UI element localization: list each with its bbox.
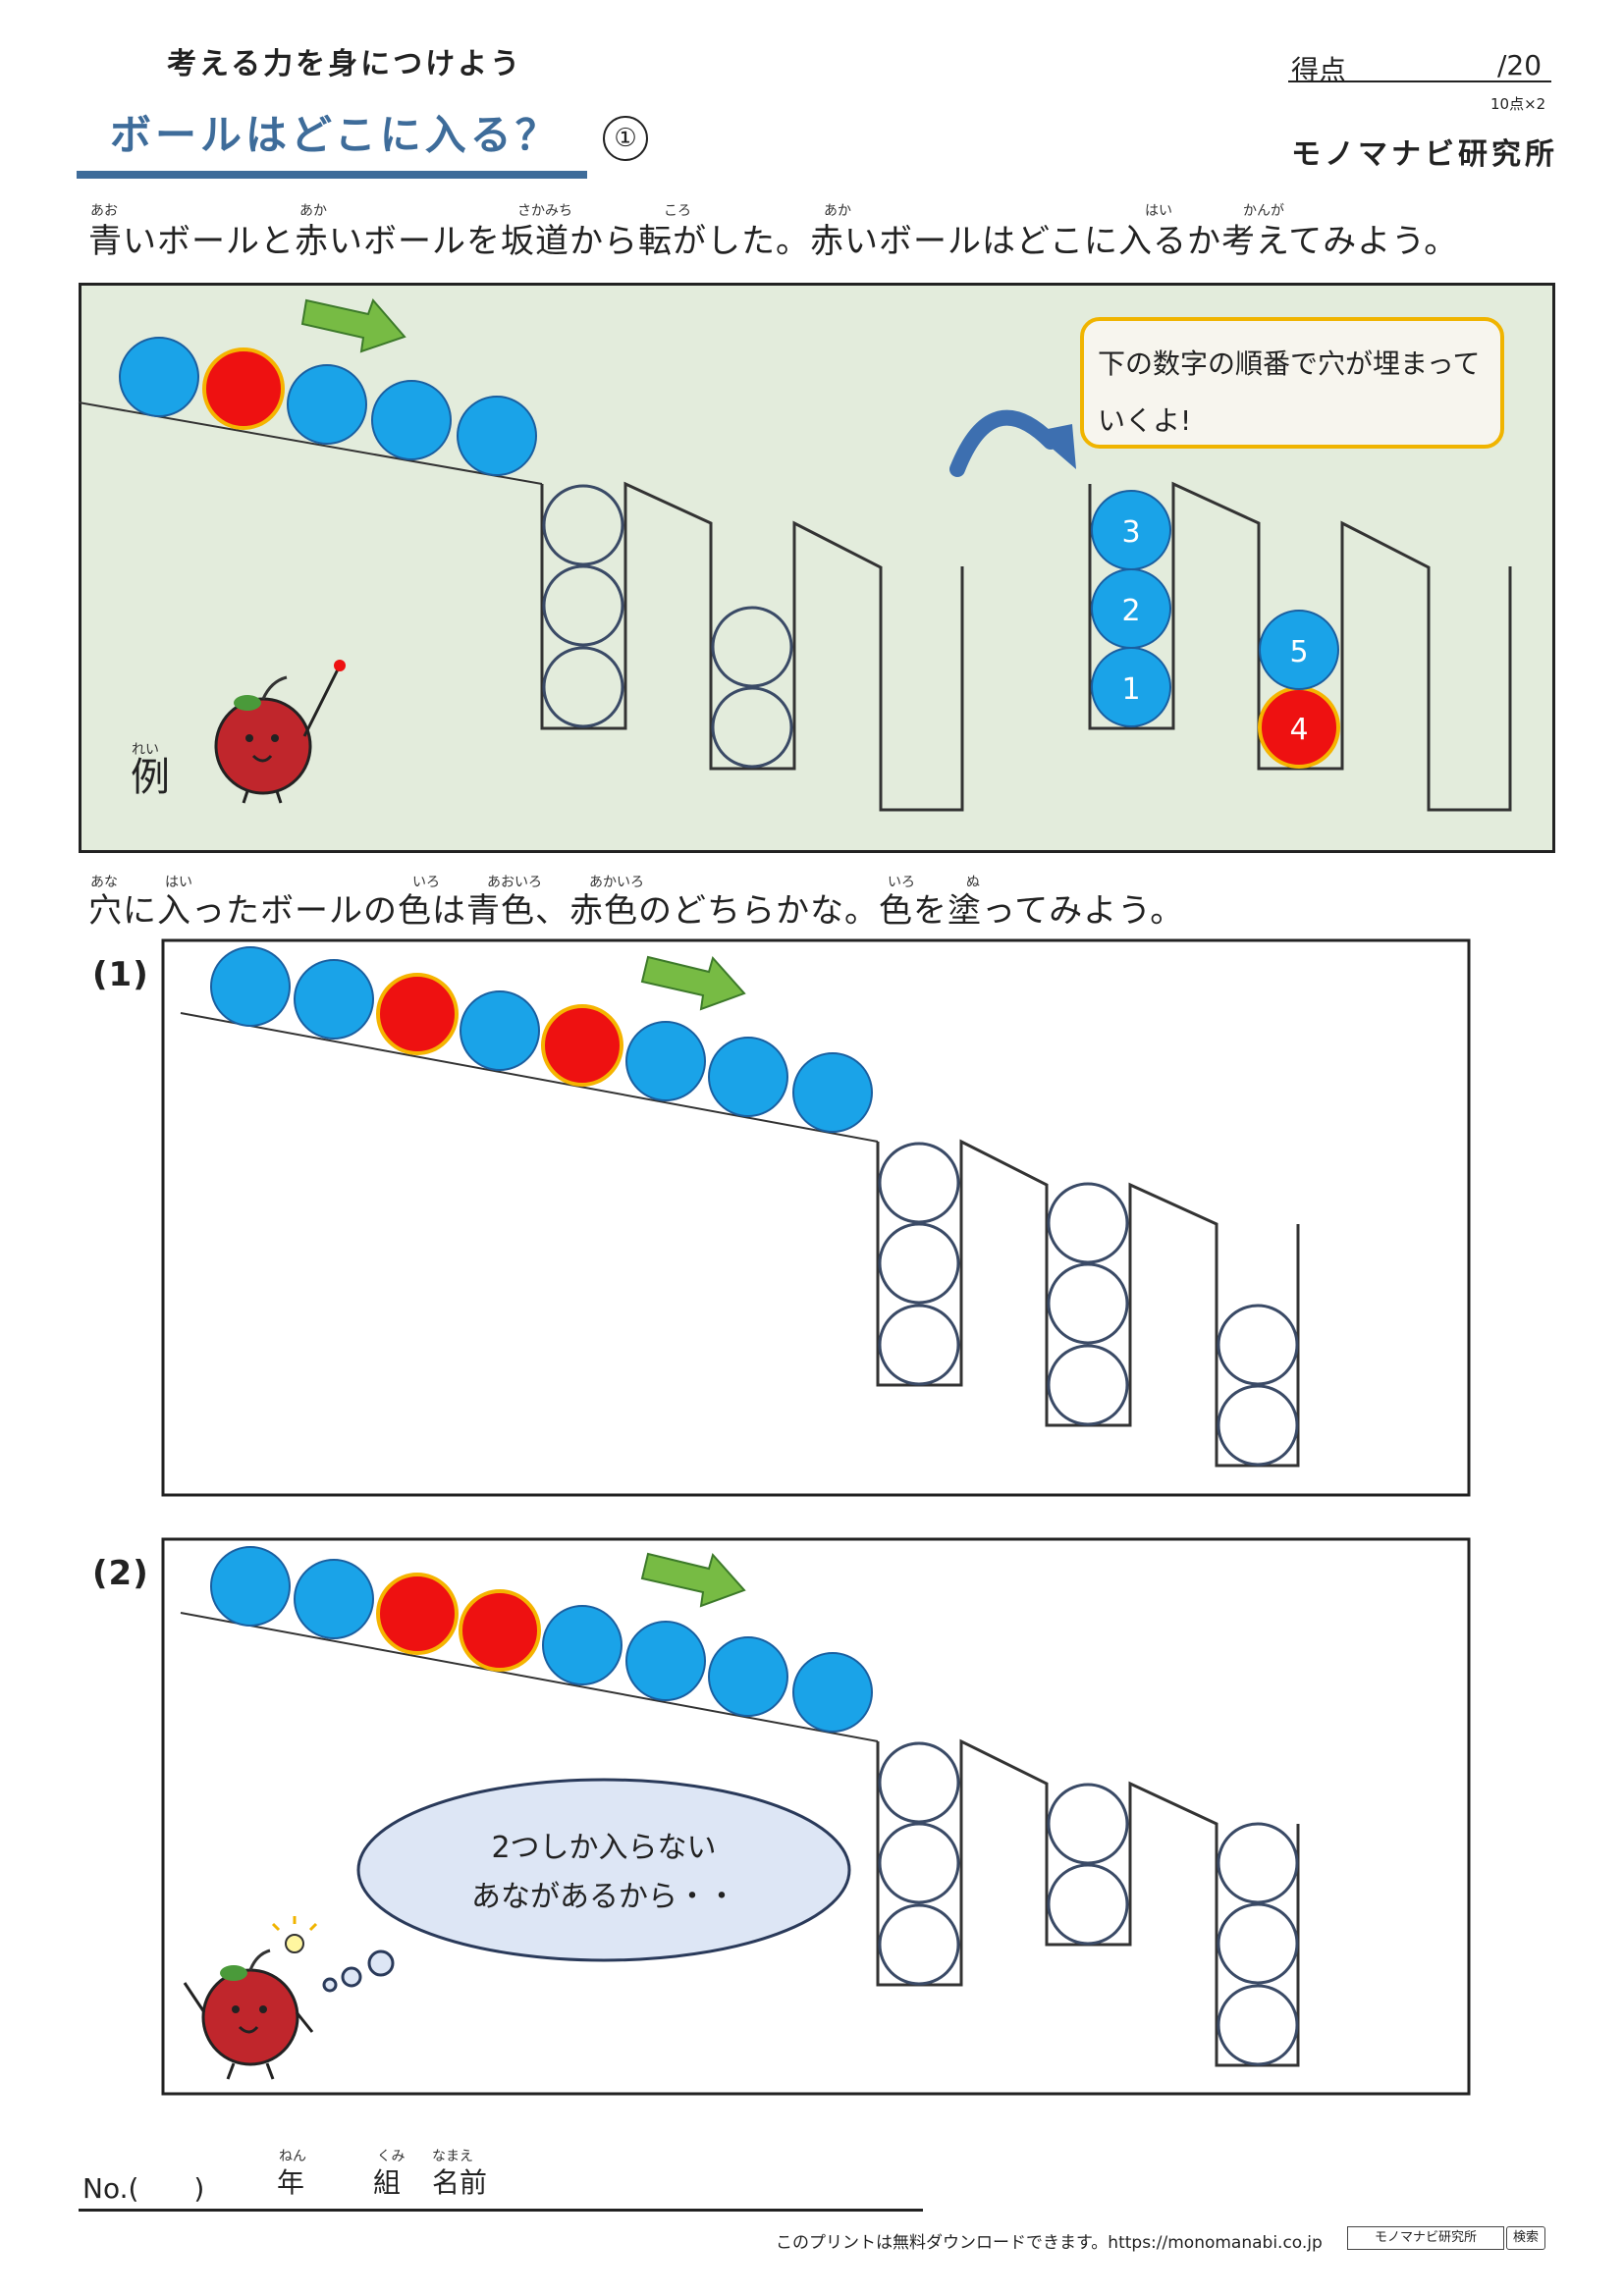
ball-blue [457,396,537,476]
name-line [79,2209,923,2212]
ball-number-5: 5 [1289,635,1308,669]
apple-mascot-icon [214,660,346,804]
score-note: 10点×2 [1490,95,1546,113]
ruby-nen: ねん [279,2149,306,2164]
empty-slots[interactable] [878,1142,1299,1467]
ball-number-4: 4 [1289,713,1308,747]
problem2-label: (2) [92,1554,149,1593]
sheet-number: ① [603,116,648,161]
instruction-2: 穴に入ったボールの色は青色、赤色のどちらかな。色を塗ってみよう。 [88,891,1185,931]
ball-red [202,347,285,430]
ruby-aoiro: あおいろ [487,875,542,890]
ruby-iro-2: いろ [888,875,915,890]
hole-outline [1088,481,1512,812]
ball-blue-3 [1091,490,1171,570]
grade-label: 年 [277,2166,305,2199]
thought-text-line2: あながあるから・・ [471,1880,736,1914]
ball-number-3: 3 [1121,515,1140,550]
sheet-number-text: ① [614,124,637,153]
ruby-koro: ころ [664,203,691,219]
ball-number-1: 1 [1121,672,1140,707]
ruby-hai-2: はい [165,875,192,890]
name-label: 名前 [432,2166,488,2199]
ball-blue-5 [1259,610,1339,690]
ruby-aka: あか [299,203,327,219]
student-number[interactable]: No.( ) [82,2172,205,2205]
curved-arrow-icon [949,409,1058,477]
ruby-nu: ぬ [966,875,980,890]
direction-arrow-icon [300,298,406,353]
direction-arrow-icon [640,1552,746,1608]
ruby-ana: あな [90,875,118,890]
thought-text-line1: 2つしか入らない [491,1831,716,1865]
slope-line [180,1012,879,1143]
search-button: 検索 [1506,2226,1545,2250]
ball-blue [287,364,367,445]
hint-text-line2: いくよ! [1098,404,1191,437]
thought-cloud [322,1778,851,1993]
lightbulb-icon [271,1916,318,1953]
brand-logo: モノマナビ研究所 [1291,137,1558,172]
ball-number-2: 2 [1121,594,1140,628]
title-underline [77,171,587,179]
ruby-namae: なまえ [432,2149,473,2164]
empty-slots[interactable] [878,1741,1299,2066]
ruby-iro: いろ [412,875,440,890]
ruby-aka-2: あか [824,203,851,219]
worksheet-subtitle: 考える力を身につけよう [167,47,523,81]
ruby-hai: はい [1145,203,1172,219]
example-label: 例 [131,755,170,800]
empty-slots [542,484,793,769]
ruby-sakamichi: さかみち [517,203,572,219]
search-brand-box: モノマナビ研究所 [1347,2226,1504,2250]
worksheet-title: ボールはどこに入る？ [110,111,561,159]
ball-blue [119,337,199,417]
problem1-label: (1) [92,955,149,994]
class-label: 組 [373,2166,402,2199]
ball-row [210,1546,873,1733]
ball-row [210,946,873,1133]
score-line [1288,80,1551,82]
hole-outline [540,481,964,812]
direction-arrow-icon [640,955,746,1011]
ruby-kanga: かんが [1243,203,1284,219]
apple-mascot-icon [183,1949,314,2080]
score-total: /20 [1497,49,1543,81]
instruction-1: 青いボールと赤いボールを坂道から転がした。赤いボールはどこに入るか考えてみよう。 [88,222,1459,261]
download-note: このプリントは無料ダウンロードできます。https://monomanabi.c… [776,2233,1323,2253]
ruby-akairo: あかいろ [589,875,644,890]
ruby-ao: あお [90,203,118,219]
hint-text-line1: 下の数字の順番で穴が埋まって [1098,347,1480,380]
hint-box [1080,317,1504,449]
curved-arrow-head [1033,424,1076,469]
example-label-ruby: れい [132,742,159,758]
ball-blue [371,380,452,460]
ruby-kumi: くみ [377,2149,406,2164]
slope-line [180,1612,879,1742]
